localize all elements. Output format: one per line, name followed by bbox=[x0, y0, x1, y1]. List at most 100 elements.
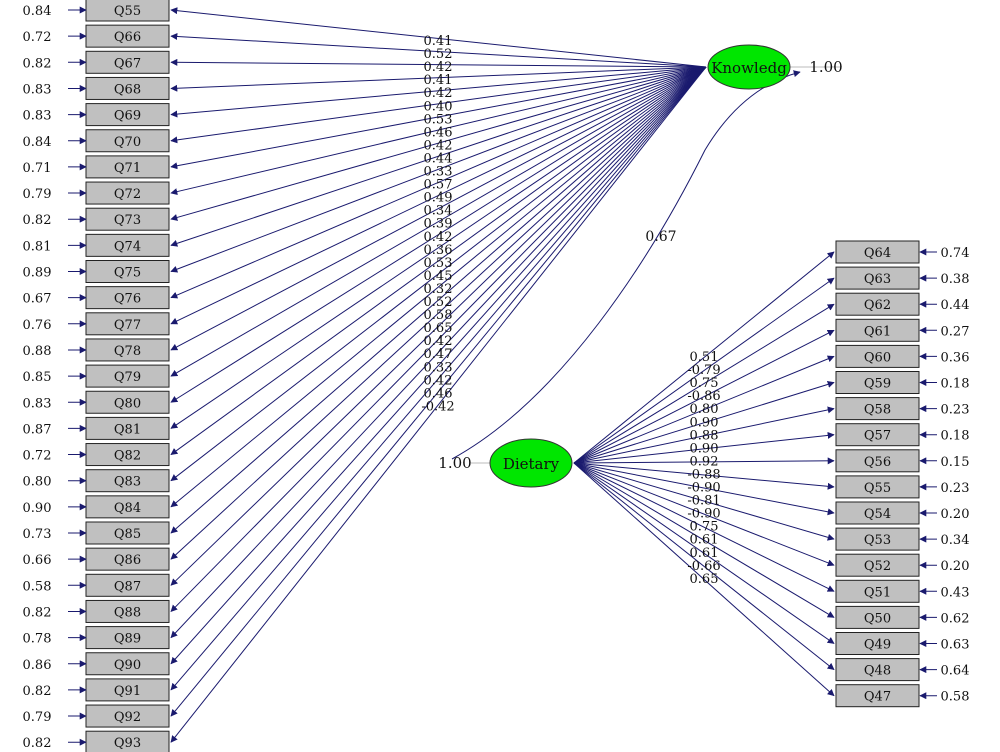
loading-path bbox=[573, 462, 835, 697]
indicator-name: Q75 bbox=[114, 266, 141, 281]
indicator-q51-dietary[interactable]: Q51 bbox=[835, 579, 920, 603]
error-term: 0.83 bbox=[23, 82, 87, 97]
indicator-q79-knowledge[interactable]: Q79 bbox=[85, 364, 170, 388]
loading-value: 0.53 bbox=[424, 256, 453, 271]
loading-value: 0.75 bbox=[690, 376, 719, 391]
indicator-q69-knowledge[interactable]: Q69 bbox=[85, 103, 170, 127]
indicator-q60-dietary[interactable]: Q60 bbox=[835, 344, 920, 368]
indicator-q62-dietary[interactable]: Q62 bbox=[835, 292, 920, 316]
indicator-q82-knowledge[interactable]: Q82 bbox=[85, 443, 170, 467]
dietary-variance: 1.00 bbox=[438, 454, 471, 472]
indicator-q55-knowledge[interactable]: Q55 bbox=[85, 0, 170, 22]
indicator-box bbox=[835, 397, 920, 421]
error-value: 0.89 bbox=[23, 266, 52, 281]
indicator-q52-dietary[interactable]: Q52 bbox=[835, 553, 920, 577]
indicator-q53-dietary[interactable]: Q53 bbox=[835, 527, 920, 551]
indicator-q63-dietary[interactable]: Q63 bbox=[835, 266, 920, 290]
indicator-name: Q62 bbox=[864, 298, 891, 313]
indicator-box bbox=[835, 605, 920, 629]
indicator-q75-knowledge[interactable]: Q75 bbox=[85, 260, 170, 283]
indicator-name: Q47 bbox=[864, 690, 891, 705]
indicator-q85-knowledge[interactable]: Q85 bbox=[85, 521, 170, 545]
indicator-name: Q79 bbox=[114, 370, 141, 385]
indicator-q68-knowledge[interactable]: Q68 bbox=[85, 76, 170, 100]
error-value: 0.66 bbox=[23, 553, 52, 568]
indicator-q57-dietary[interactable]: Q57 bbox=[835, 423, 920, 447]
indicator-q83-knowledge[interactable]: Q83 bbox=[85, 469, 170, 493]
loading-path bbox=[170, 66, 707, 377]
indicator-name: Q56 bbox=[864, 455, 891, 470]
indicator-q91-knowledge[interactable]: Q91 bbox=[85, 678, 170, 702]
error-term: 0.23 bbox=[919, 403, 969, 418]
indicator-q47-dietary[interactable]: Q47 bbox=[835, 684, 920, 708]
loading-path bbox=[170, 66, 707, 92]
loading-path bbox=[573, 457, 835, 465]
indicator-q81-knowledge[interactable]: Q81 bbox=[85, 416, 170, 440]
correlation-value: 0.67 bbox=[645, 229, 676, 245]
error-term: 0.83 bbox=[23, 109, 87, 124]
loading-path bbox=[170, 58, 707, 68]
indicator-name: Q53 bbox=[864, 533, 891, 548]
indicator-name: Q57 bbox=[864, 429, 891, 444]
indicator-q87-knowledge[interactable]: Q87 bbox=[85, 573, 170, 597]
loading-value: 0.41 bbox=[424, 73, 453, 88]
indicator-q58-dietary[interactable]: Q58 bbox=[835, 397, 920, 421]
latent-dietary[interactable]: 1.00 Dietary bbox=[438, 438, 573, 488]
latent-knowledge[interactable]: 1.00 Knowledg bbox=[707, 44, 843, 90]
error-term: 0.63 bbox=[919, 638, 969, 653]
indicator-q56-dietary[interactable]: Q56 bbox=[835, 449, 920, 473]
error-value: 0.71 bbox=[23, 161, 52, 176]
indicator-name: Q64 bbox=[864, 246, 891, 261]
error-term: 0.67 bbox=[23, 292, 87, 307]
loading-value: 0.44 bbox=[424, 151, 453, 166]
indicator-q72-knowledge[interactable]: Q72 bbox=[85, 181, 170, 205]
indicator-q80-knowledge[interactable]: Q80 bbox=[85, 390, 170, 414]
indicator-q54-dietary[interactable]: Q54 bbox=[835, 501, 920, 525]
error-value: 0.79 bbox=[23, 187, 52, 202]
indicator-q64-dietary[interactable]: Q64 bbox=[835, 240, 920, 264]
indicator-name: Q69 bbox=[114, 109, 141, 124]
indicator-q92-knowledge[interactable]: Q92 bbox=[85, 704, 170, 728]
indicator-q48-dietary[interactable]: Q48 bbox=[835, 658, 920, 682]
dietary-label: Dietary bbox=[503, 455, 560, 473]
indicator-q49-dietary[interactable]: Q49 bbox=[835, 632, 920, 655]
indicator-q55-dietary[interactable]: Q55 bbox=[835, 475, 920, 499]
indicator-q90-knowledge[interactable]: Q90 bbox=[85, 652, 170, 676]
loading-value: 0.61 bbox=[690, 546, 719, 561]
indicator-q88-knowledge[interactable]: Q88 bbox=[85, 599, 170, 623]
indicator-name: Q74 bbox=[114, 239, 141, 254]
indicator-q74-knowledge[interactable]: Q74 bbox=[85, 233, 170, 257]
indicator-q70-knowledge[interactable]: Q70 bbox=[85, 129, 170, 153]
loading-value: -0.88 bbox=[687, 467, 720, 482]
indicator-q50-dietary[interactable]: Q50 bbox=[835, 605, 920, 629]
loading-path bbox=[170, 66, 707, 247]
loading-value: 0.42 bbox=[424, 334, 453, 349]
indicator-q59-dietary[interactable]: Q59 bbox=[835, 371, 920, 394]
loading-path bbox=[573, 462, 835, 618]
indicator-q66-knowledge[interactable]: Q66 bbox=[85, 24, 170, 48]
indicator-q73-knowledge[interactable]: Q73 bbox=[85, 207, 170, 231]
indicator-name: Q81 bbox=[114, 422, 141, 437]
error-value: 0.88 bbox=[23, 344, 52, 359]
indicator-q61-dietary[interactable]: Q61 bbox=[835, 318, 920, 342]
loading-path bbox=[170, 66, 707, 221]
indicator-q67-knowledge[interactable]: Q67 bbox=[85, 50, 170, 74]
error-term: 0.62 bbox=[919, 611, 969, 626]
indicator-q84-knowledge[interactable]: Q84 bbox=[85, 495, 170, 519]
loading-path bbox=[573, 462, 835, 541]
error-value: 0.34 bbox=[941, 533, 970, 548]
loading-path bbox=[573, 355, 835, 464]
indicator-q78-knowledge[interactable]: Q78 bbox=[85, 338, 170, 362]
indicator-q77-knowledge[interactable]: Q77 bbox=[85, 312, 170, 336]
error-term: 0.23 bbox=[919, 481, 969, 496]
indicator-q71-knowledge[interactable]: Q71 bbox=[85, 155, 170, 179]
indicator-q76-knowledge[interactable]: Q76 bbox=[85, 286, 170, 310]
loading-value: 0.42 bbox=[424, 60, 453, 75]
loading-path bbox=[573, 329, 835, 464]
indicator-q86-knowledge[interactable]: Q86 bbox=[85, 547, 170, 571]
indicator-q89-knowledge[interactable]: Q89 bbox=[85, 626, 170, 650]
error-term: 0.88 bbox=[23, 344, 87, 359]
indicator-box bbox=[835, 553, 920, 577]
indicator-q93-knowledge[interactable]: Q93 bbox=[85, 730, 170, 752]
error-term: 0.18 bbox=[919, 377, 969, 392]
